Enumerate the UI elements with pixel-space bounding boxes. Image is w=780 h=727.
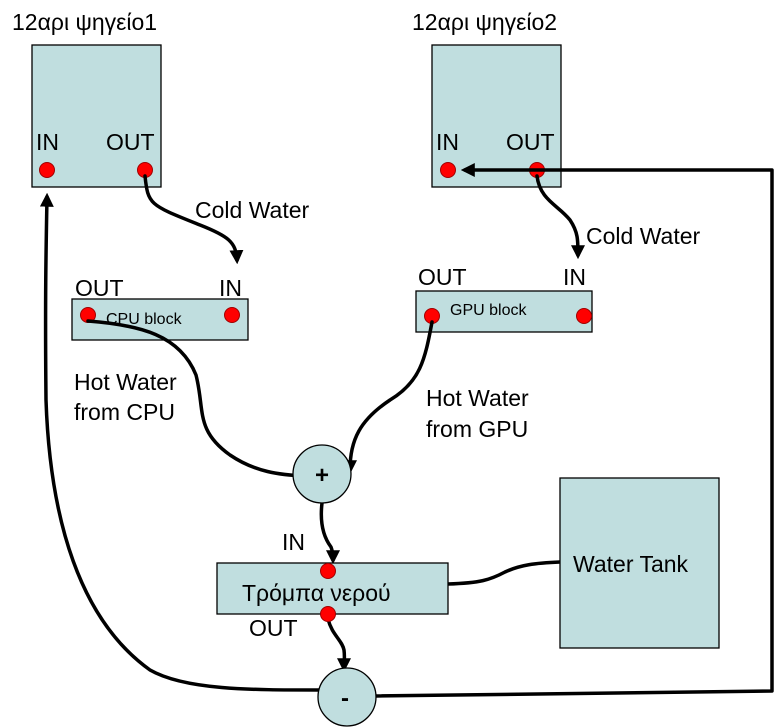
pump-out-port [320,606,336,622]
pump-out-label: OUT [249,615,298,641]
pipe-pump-to-split [326,617,352,673]
radiator-2-in-label: IN [436,129,459,155]
cpu-block-label: CPU block [106,311,183,328]
hot-water-gpu-label-line1: Hot Water [426,385,529,411]
cpu-block-box [71,298,249,341]
hot-water-gpu-label-line2: from GPU [426,416,528,442]
split-node: - [317,667,377,727]
merge-node: + [292,444,352,504]
cpu-block-in-label: IN [219,275,242,301]
pipe-rad2-to-gpu [535,174,585,260]
pump: IN Τρόμπα νερού OUT [216,529,449,641]
cold-water-label-2: Cold Water [586,223,701,249]
radiator-2-title: 12αρι ψηγείο2 [412,9,557,35]
pump-in-port [320,563,336,579]
radiator-2-in-port [440,162,456,178]
pipe-cpu-to-merge [86,319,310,483]
pump-label: Τρόμπα νερού [242,580,391,606]
hot-water-cpu-label-line1: Hot Water [74,369,177,395]
merge-node-circle [292,444,352,504]
hot-water-cpu-label-line2: from CPU [74,399,175,425]
radiator-1-in-label: IN [36,129,59,155]
radiator-2-out-label: OUT [506,129,555,155]
radiator-1-title: 12αρι ψηγείο1 [12,9,157,35]
pipe-split-to-rad2 [374,163,774,698]
cpu-block-in-port [224,307,240,323]
gpu-block-out-label: OUT [418,264,467,290]
split-node-symbol: - [341,685,349,712]
cold-water-label-1: Cold Water [195,197,310,223]
pipe-rad1-to-cpu [143,174,244,265]
gpu-block-in-port [576,308,592,324]
gpu-block-label: GPU block [450,302,527,319]
cpu-block: OUT IN CPU block [71,275,249,341]
gpu-block-box [415,290,593,333]
pipe-gpu-to-merge [343,320,434,475]
radiator-1: 12αρι ψηγείο1 IN OUT [12,9,162,188]
merge-node-symbol: + [315,462,329,489]
gpu-block-in-label: IN [563,264,586,290]
water-tank-box [559,477,720,649]
gpu-block: OUT IN GPU block [415,264,593,333]
radiator-1-box [31,44,162,188]
pipe-pump-to-tank [446,560,562,586]
pump-in-label: IN [282,529,305,555]
cpu-block-out-label: OUT [75,275,124,301]
water-tank: Water Tank [559,477,720,649]
water-tank-label: Water Tank [573,551,689,577]
radiator-1-in-port [39,162,55,178]
radiator-2: 12αρι ψηγείο2 IN OUT [412,9,562,188]
radiator-1-out-label: OUT [106,129,155,155]
pipe-split-to-rad1 [39,192,322,692]
split-node-circle [317,667,377,727]
pipe-merge-to-pump [319,501,340,565]
